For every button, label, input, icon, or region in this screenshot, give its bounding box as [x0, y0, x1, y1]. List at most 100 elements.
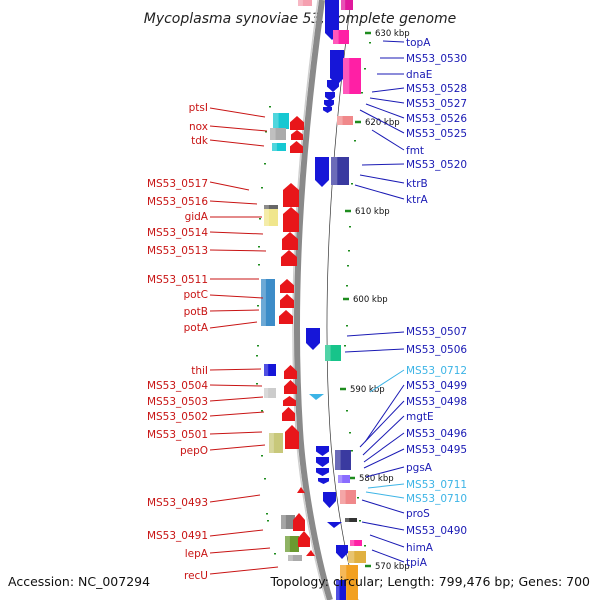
- gene-label-ms53-0496: MS53_0496: [406, 428, 467, 440]
- yellow-gene: [348, 551, 366, 563]
- forward-gene: [279, 310, 293, 324]
- gene-label-recu: recU: [184, 570, 208, 582]
- left-gene-labels: ptsInoxtdkMS53_0517MS53_0516gidAMS53_051…: [147, 102, 209, 582]
- forward-gene: [284, 380, 297, 394]
- gene-label-ms53-0514: MS53_0514: [147, 227, 208, 239]
- gene-label-pepo: pepO: [180, 445, 208, 457]
- forward-gene: [285, 425, 299, 449]
- genome-title: Mycoplasma synoviae 53, complete genome: [144, 11, 457, 27]
- leader-line: [209, 431, 263, 435]
- green-gene: [285, 536, 299, 552]
- reverse-gene-shade: [336, 580, 340, 600]
- scale-label: 580 kbp: [359, 474, 394, 484]
- reverse-gene: [315, 157, 329, 187]
- leader-line: [209, 139, 265, 147]
- purple-gene: [338, 475, 350, 483]
- gene-label-ms53-0530: MS53_0530: [406, 53, 467, 65]
- reverse-gene: [327, 522, 342, 528]
- gene-label-ms53-0493: MS53_0493: [147, 497, 208, 509]
- transporter-gene-shade: [335, 450, 341, 470]
- leader-line: [371, 549, 405, 563]
- gene-label-ms53-0499: MS53_0499: [406, 380, 467, 392]
- genome-backbone: [293, 0, 333, 600]
- gene-label-ms53-0712: MS53_0712: [406, 365, 467, 377]
- grey-gene-shade: [264, 388, 269, 398]
- grey-gene-shade: [270, 128, 276, 140]
- gene-label-ms53-0527: MS53_0527: [406, 98, 467, 110]
- gene-label-ms53-0711: MS53_0711: [406, 479, 467, 491]
- gene-label-mgte: mgtE: [406, 411, 434, 423]
- blue-gene: [261, 279, 275, 326]
- gene-label-ms53-0511: MS53_0511: [147, 274, 208, 286]
- gene-label-ms53-0498: MS53_0498: [406, 396, 467, 408]
- forward-gene: [282, 407, 295, 421]
- salmon-gene: [337, 116, 353, 125]
- forward-gene: [297, 487, 305, 493]
- leader-line: [209, 384, 263, 387]
- leader-line: [209, 200, 258, 205]
- gene-label-tdk: tdk: [191, 135, 209, 147]
- scale-label: 590 kbp: [350, 385, 385, 395]
- reverse-gene: [336, 580, 346, 600]
- gene-label-ms53-0502: MS53_0502: [147, 411, 208, 423]
- leader-line: [369, 97, 405, 104]
- forward-gene: [282, 232, 298, 250]
- yellow-gene-shade: [348, 551, 355, 563]
- leader-line: [209, 249, 267, 252]
- reverse-gene: [316, 446, 329, 456]
- reverse-gene: [325, 92, 335, 101]
- salmon-gene-shade: [340, 490, 346, 504]
- transporter-gene-shade: [331, 157, 338, 185]
- leader-line: [363, 448, 405, 469]
- purple-gene-shade: [338, 475, 343, 483]
- forward-gene: [293, 513, 305, 531]
- grey-gene: [270, 128, 286, 140]
- cyan-gene-shade: [272, 143, 277, 151]
- reverse-gene: [323, 492, 336, 508]
- leader-line: [354, 184, 405, 200]
- gene-label-ms53-0528: MS53_0528: [406, 83, 467, 95]
- blue-gene-shade: [261, 279, 266, 326]
- leader-line: [365, 103, 405, 119]
- pink-gene: [298, 0, 312, 6]
- rna-gene: [350, 540, 362, 546]
- gene-label-pota: potA: [184, 322, 209, 334]
- accession-text: Accession: NC_007294: [8, 574, 150, 589]
- scale-label: 570 kbp: [375, 562, 410, 572]
- gene-label-fmt: fmt: [406, 145, 424, 157]
- forward-gene: [284, 365, 297, 379]
- leader-line: [209, 547, 271, 554]
- scale-label: 600 kbp: [353, 295, 388, 305]
- right-gene-labels: topAMS53_0530dnaEMS53_0528MS53_0527MS53_…: [406, 37, 467, 569]
- leader-line: [209, 529, 264, 537]
- pink-gene-shade: [298, 0, 303, 6]
- pink-gene: [333, 30, 349, 44]
- genome-backbone-highlight: [292, 0, 327, 600]
- cyan-gene: [273, 113, 289, 129]
- leader-line: [209, 566, 279, 575]
- teal-gene-shade: [325, 345, 331, 361]
- grey-gene-shade: [288, 555, 293, 561]
- leader-line: [382, 40, 405, 43]
- forward-gene: [306, 550, 315, 556]
- leader-line: [361, 163, 405, 166]
- gene-label-thii: thiI: [191, 365, 208, 377]
- reverse-gene: [336, 545, 348, 559]
- grey-gene: [264, 205, 278, 209]
- forward-gene: [281, 250, 297, 266]
- scale-label: 630 kbp: [375, 29, 410, 39]
- reverse-gene: [264, 364, 276, 376]
- reverse-gene: [316, 468, 329, 476]
- rna-marker: [309, 394, 324, 400]
- leader-line: [369, 369, 405, 393]
- leader-line: [209, 309, 260, 312]
- label-leaders: [209, 40, 405, 575]
- reverse-gene: [327, 80, 339, 92]
- leader-line: [209, 444, 266, 451]
- leader-line: [209, 181, 250, 191]
- leader-line: [371, 87, 405, 93]
- gene-label-ms53-0525: MS53_0525: [406, 128, 467, 140]
- gene-label-nox: nox: [189, 121, 208, 133]
- gene-label-lepa: lepA: [185, 548, 209, 560]
- forward-gene: [290, 141, 303, 153]
